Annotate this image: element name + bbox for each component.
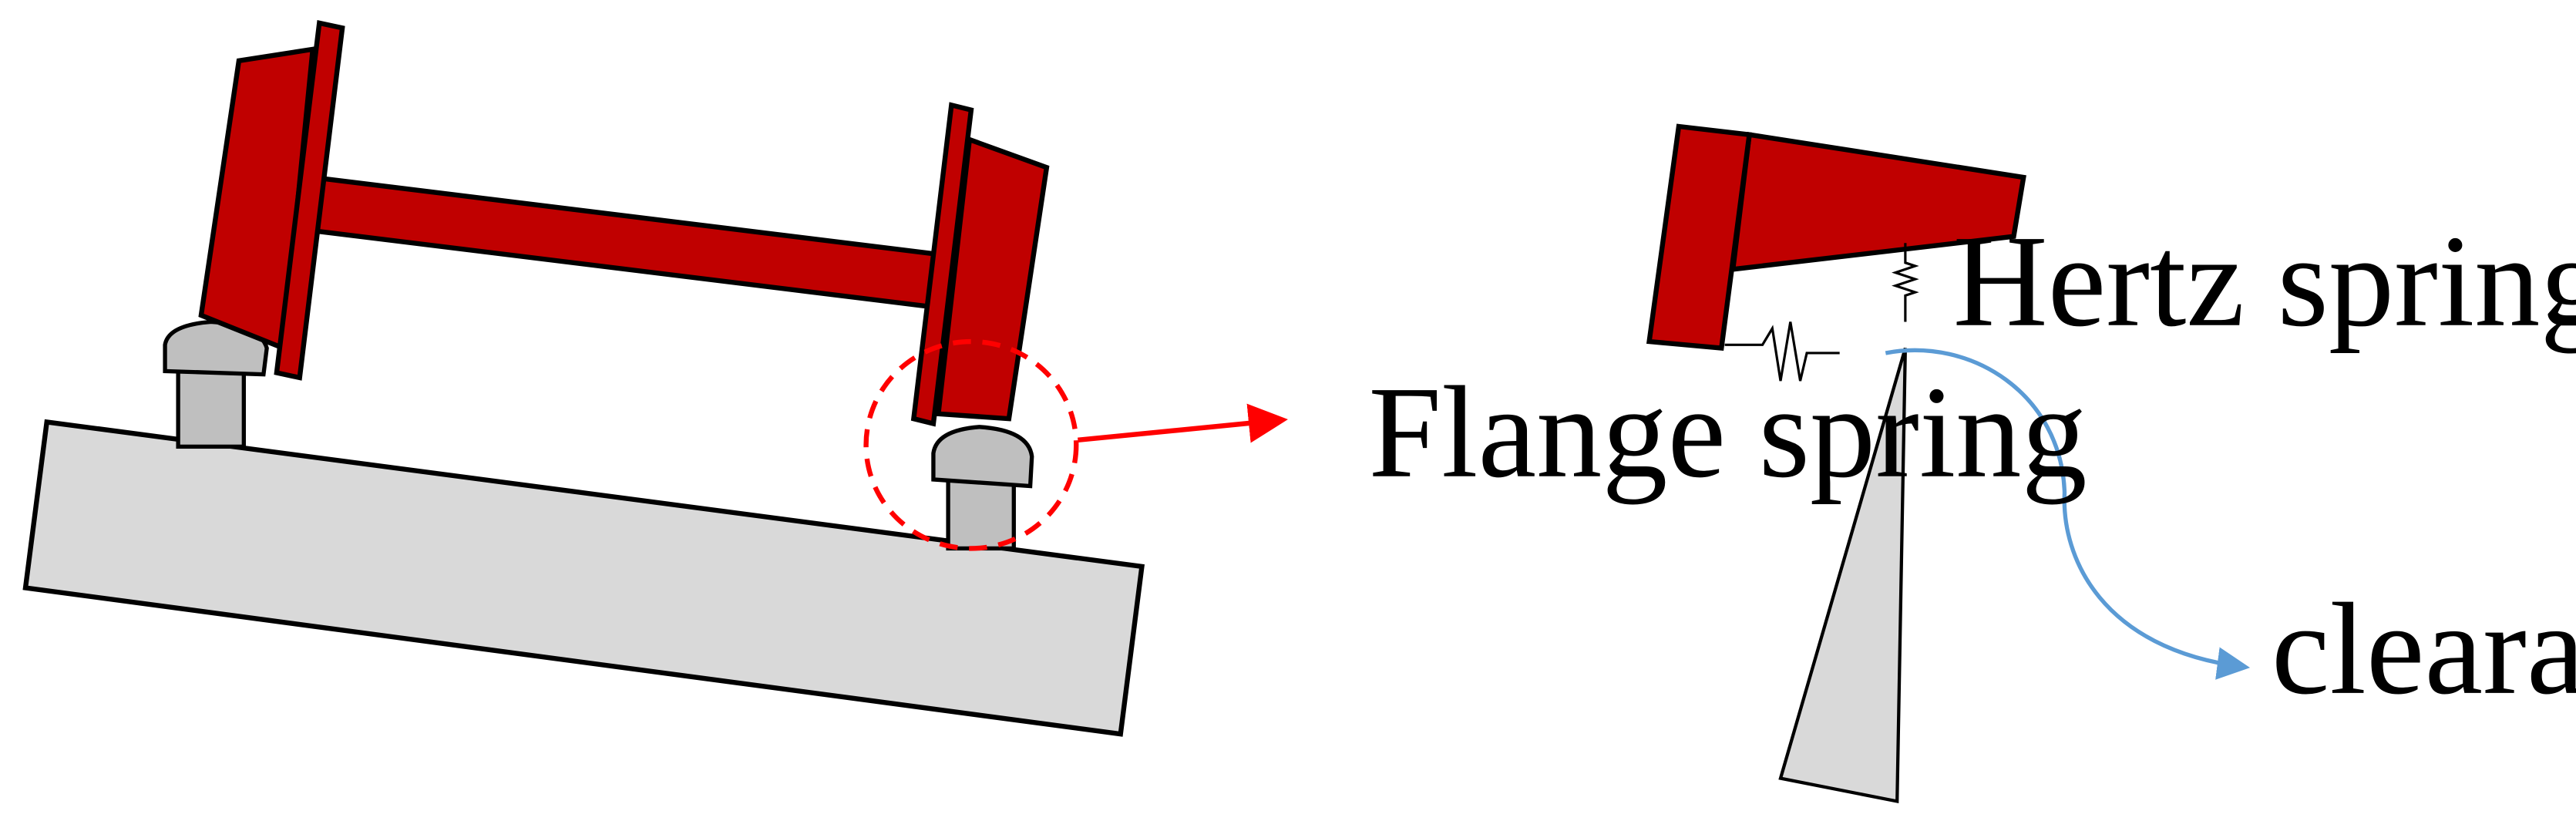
track-assembly bbox=[22, 19, 1145, 737]
left-rail bbox=[163, 319, 269, 449]
wheel-profile bbox=[1646, 123, 2026, 352]
contact-highlight-circle bbox=[863, 338, 1079, 551]
sleeper bbox=[22, 419, 1145, 737]
flange-spring-label: Flange spring bbox=[1368, 359, 2087, 505]
right-wheel bbox=[910, 102, 1050, 427]
clearance-curve bbox=[1885, 348, 2251, 680]
rail-profile-wedge bbox=[1778, 347, 1908, 804]
hertz-spring-label: Hertz spring bbox=[1953, 208, 2576, 354]
zoom-arrow bbox=[1078, 403, 1288, 443]
hertz-spring bbox=[1892, 243, 1919, 322]
left-wheel bbox=[198, 19, 345, 381]
axle bbox=[303, 174, 943, 310]
right-rail bbox=[931, 425, 1034, 551]
contact-detail: Hertz spring Flange spring clearance bbox=[1368, 123, 2576, 804]
clearance-label: clearance bbox=[2272, 576, 2576, 722]
flange-spring bbox=[1724, 321, 1840, 382]
